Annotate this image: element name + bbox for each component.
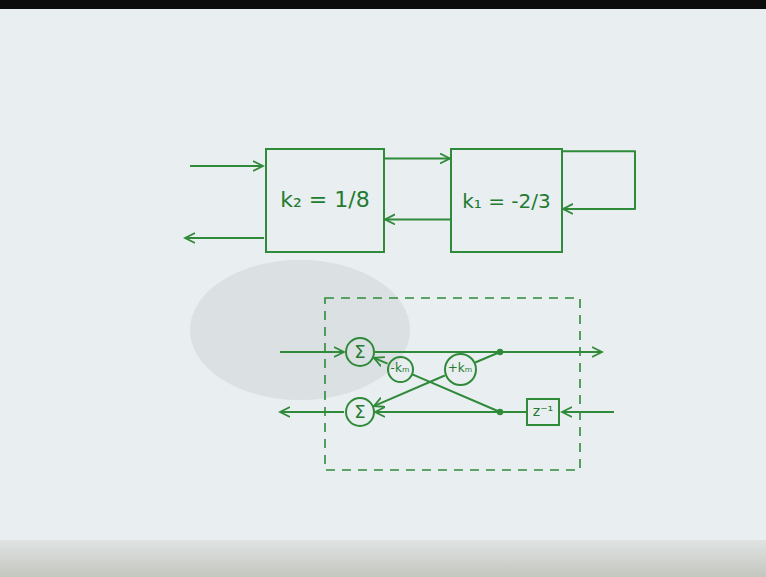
lattice-stage-box: k₁ = -2/3: [450, 148, 563, 253]
forward-output-wire: [500, 351, 602, 353]
signal-connector: [374, 376, 445, 407]
board-edge: [0, 540, 766, 577]
node-label: +kₘ: [448, 362, 472, 375]
node-label: k₁ = -2/3: [462, 190, 550, 212]
delay-box: z⁻¹: [526, 398, 560, 426]
signal-connector: [385, 218, 450, 220]
signal-connector: [412, 374, 526, 412]
signal-connector: [563, 151, 635, 209]
gain-circle: -kₘ: [387, 356, 414, 383]
signal-connector: [374, 358, 388, 364]
output-arrow: [185, 237, 264, 239]
lattice-stage-box: k₂ = 1/8: [265, 148, 385, 253]
node-label: k₂ = 1/8: [280, 188, 369, 212]
backward-input-wire: [562, 411, 614, 413]
input-arrow: [190, 165, 263, 167]
node-label: -kₘ: [391, 362, 410, 375]
signal-connector: [385, 158, 450, 160]
node-label: Σ: [354, 342, 365, 362]
photo-top-bar: [0, 0, 766, 9]
hand-shadow: [190, 260, 410, 400]
summer-circle: Σ: [345, 337, 375, 367]
gain-circle: +kₘ: [444, 353, 477, 386]
backward-output-wire: [280, 411, 344, 413]
forward-input-wire: [280, 351, 344, 353]
summer-circle: Σ: [345, 397, 375, 427]
stage-boundary: [325, 298, 580, 470]
node-label: z⁻¹: [533, 404, 553, 419]
node-label: Σ: [354, 402, 365, 422]
